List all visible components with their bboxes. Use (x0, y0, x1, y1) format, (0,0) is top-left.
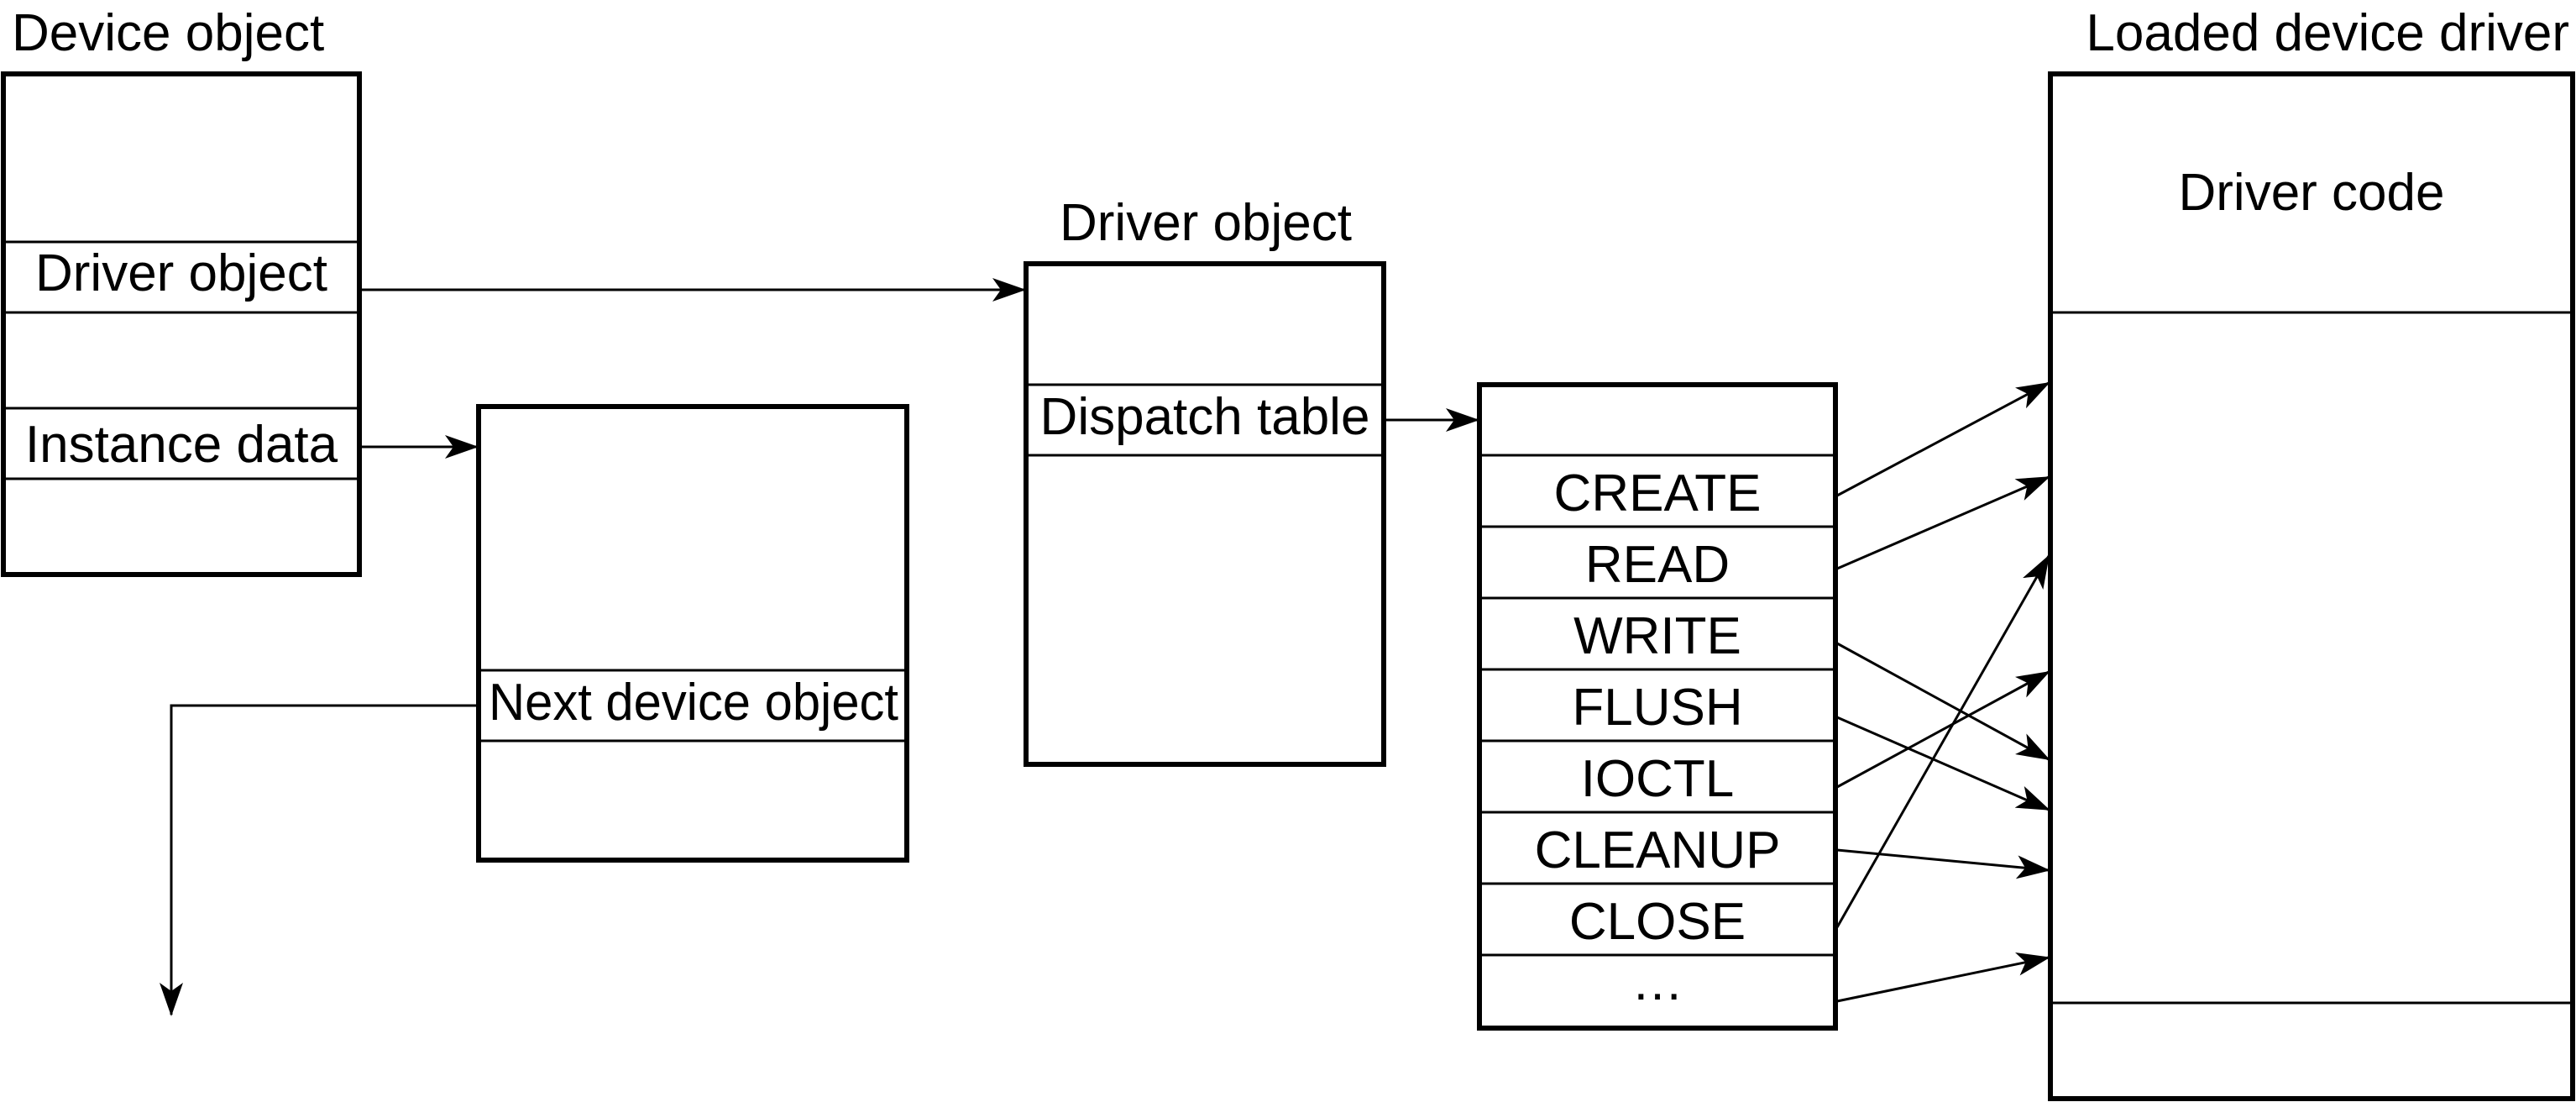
loaded-device-driver-title: Loaded device driver (2086, 4, 2569, 62)
driver-code-label: Driver code (2179, 164, 2445, 222)
next-device-object-field: Next device object (489, 674, 898, 732)
device-object-box (1, 71, 362, 577)
arrow-ioctl-handler (1836, 670, 2050, 789)
arrow-flush-handler (1836, 716, 2050, 811)
device-object-title: Device object (12, 4, 324, 62)
dispatch-table-box (1477, 382, 1838, 1031)
device-object: Device object Driver object Instance dat… (1, 4, 362, 577)
loaded-device-driver: Loaded device driver Driver code (2048, 4, 2575, 1101)
instance-block: Next device object (476, 404, 909, 863)
loaded-device-driver-box (2048, 71, 2575, 1101)
arrow-cleanup-handler (1836, 848, 2050, 879)
device-object-field-driver-object: Driver object (35, 244, 327, 302)
dispatch-table-field: Dispatch table (1040, 388, 1370, 446)
arrow-close-handler (1835, 554, 2050, 928)
dispatch-entry-close: CLOSE (1569, 893, 1746, 951)
dispatch-entry-ioctl: IOCTL (1581, 750, 1735, 808)
dispatch-entry-cleanup: CLEANUP (1535, 821, 1781, 879)
dispatch-entry-flush: FLUSH (1572, 679, 1742, 737)
instance-block-box (476, 404, 909, 863)
dispatch-entry-more: … (1631, 953, 1683, 1011)
connectors (160, 278, 2050, 1016)
driver-object: Driver object Dispatch table (1024, 194, 1386, 767)
dispatch-entry-write: WRITE (1573, 607, 1741, 665)
driver-object-title: Driver object (1060, 194, 1352, 252)
arrow-more-handler (1836, 952, 2050, 1003)
driver-object-box (1024, 261, 1386, 767)
arrow-read-handler (1836, 475, 2050, 570)
arrow-write-handler (1836, 642, 2050, 761)
dispatch-table: CREATE READ WRITE FLUSH IOCTL CLEANUP CL… (1477, 382, 1838, 1031)
dispatch-entry-read: READ (1585, 536, 1730, 594)
device-object-field-instance-data: Instance data (25, 416, 338, 474)
arrow-next-device-object (160, 704, 477, 1016)
dispatch-entry-create: CREATE (1554, 464, 1762, 522)
arrow-create-handler (1836, 381, 2050, 497)
